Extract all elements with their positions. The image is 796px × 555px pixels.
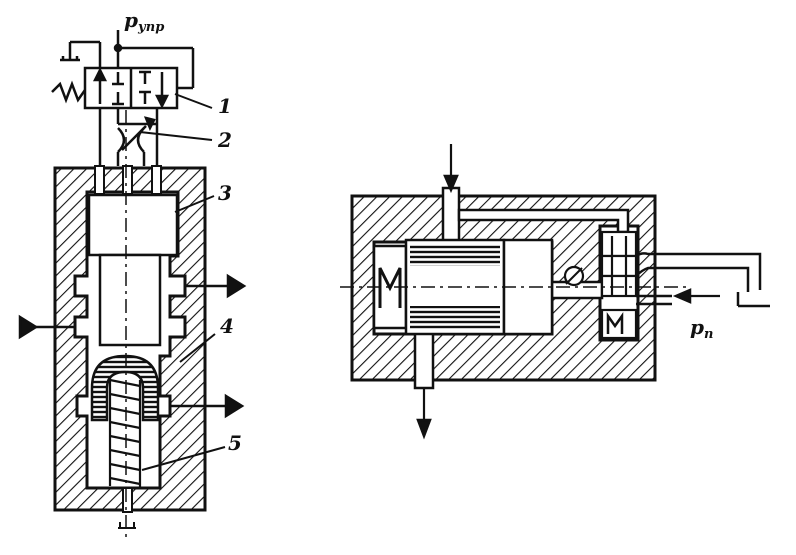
left-valve-spring: [108, 376, 142, 488]
label-5: 5: [228, 431, 242, 455]
left-valve: [18, 30, 247, 540]
label-1: 1: [218, 94, 232, 118]
right-pilot-valve: [600, 230, 638, 340]
right-inlet-channel: [441, 186, 461, 248]
pilot-valve-1: [51, 30, 195, 166]
supply-arrow: [672, 288, 720, 304]
left-drain-symbol: [118, 522, 136, 529]
label-p-supply: pп: [690, 315, 713, 342]
right-valve: [340, 144, 770, 440]
right-outlet-channel: [413, 328, 435, 390]
left-valve-ports: [18, 273, 247, 419]
label-2: 2: [217, 128, 232, 152]
right-external-pipe: [635, 252, 770, 308]
label-3: 3: [218, 181, 232, 205]
left-valve-spool: [87, 193, 179, 422]
label-4: 4: [220, 314, 234, 338]
outlet-arrow: [416, 388, 432, 440]
inlet-arrow: [443, 144, 459, 194]
label-p-control: pупр: [124, 8, 164, 35]
left-valve-leaders: [139, 93, 226, 471]
